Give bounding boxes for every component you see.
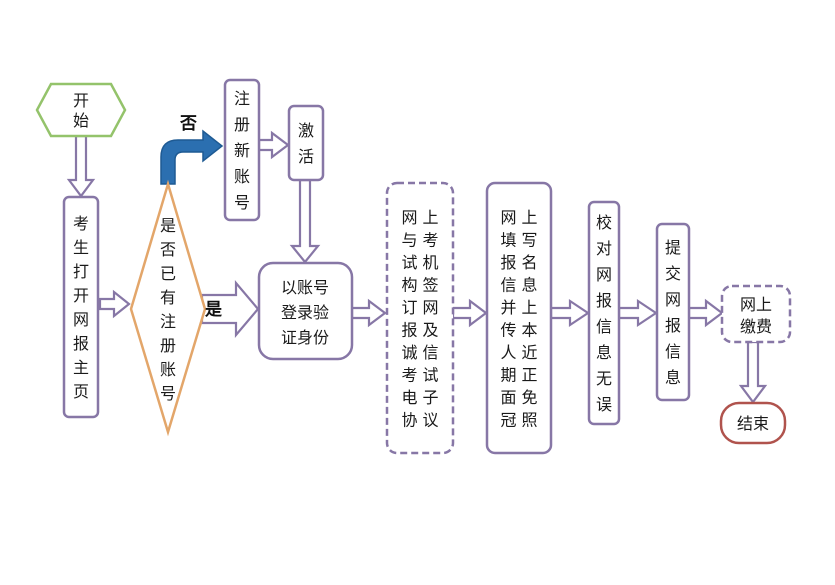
node-submit-label: 提交网报信息 — [665, 238, 681, 387]
node-verify: 校对网报信息无误 — [587, 200, 621, 426]
node-open-home-label: 考生打开网报主页 — [73, 214, 89, 401]
arrow-submit-to-pay — [687, 298, 724, 328]
node-start: 开始 — [35, 82, 127, 138]
arrow-pay-to-end — [738, 340, 768, 404]
arrow-verify-to-submit — [617, 298, 658, 328]
arrow-home-to-decision — [98, 289, 131, 319]
node-login-line1: 以账号 — [281, 278, 329, 297]
node-login: 以账号 登录验 证身份 — [257, 261, 354, 361]
arrow-fill-to-verify — [549, 298, 590, 328]
arrow-agreement-to-fill — [451, 298, 488, 328]
node-end: 结束 — [719, 401, 787, 445]
node-fill-info: 网上填写报名信息并上传本人近期正面免冠照 — [485, 181, 553, 455]
node-start-label: 开始 — [73, 91, 89, 130]
arrow-activate-to-login — [289, 178, 321, 264]
node-verify-label: 校对网报信息无误 — [596, 213, 612, 414]
node-activate: 激活 — [287, 104, 325, 182]
arrow-start-to-home — [66, 134, 96, 198]
node-register: 注册新账号 — [223, 78, 261, 222]
node-open-home: 考生打开网报主页 — [62, 195, 100, 419]
node-decision-label: 是否已有注册账号 — [160, 216, 176, 403]
node-activate-label: 激活 — [298, 121, 314, 166]
node-fill-info-label: 网上填写报名信息并上传本人近期正面免冠照 — [500, 208, 537, 429]
node-pay: 网上 缴费 — [720, 284, 792, 344]
arrow-decision-to-login-yes — [200, 279, 260, 339]
label-yes: 是 — [205, 300, 222, 320]
node-login-line2: 登录验 — [281, 303, 329, 322]
arrow-login-to-agreement — [350, 298, 387, 328]
node-sign-agreement: 网上与考试机构签订网报及诚信考试电子协议 — [385, 181, 455, 455]
arrow-decision-to-register-no — [160, 129, 224, 185]
node-decision: 是否已有注册账号 — [129, 179, 207, 437]
node-submit: 提交网报信息 — [655, 222, 691, 402]
node-pay-line2: 缴费 — [740, 317, 772, 336]
label-no: 否 — [179, 114, 197, 134]
arrow-register-to-activate — [257, 130, 290, 160]
node-login-line3: 证身份 — [281, 328, 329, 347]
node-pay-line1: 网上 — [740, 295, 772, 314]
node-register-label: 注册新账号 — [234, 89, 250, 212]
node-sign-agreement-label: 网上与考试机构签订网报及诚信考试电子协议 — [401, 208, 438, 429]
node-end-label: 结束 — [737, 414, 769, 433]
